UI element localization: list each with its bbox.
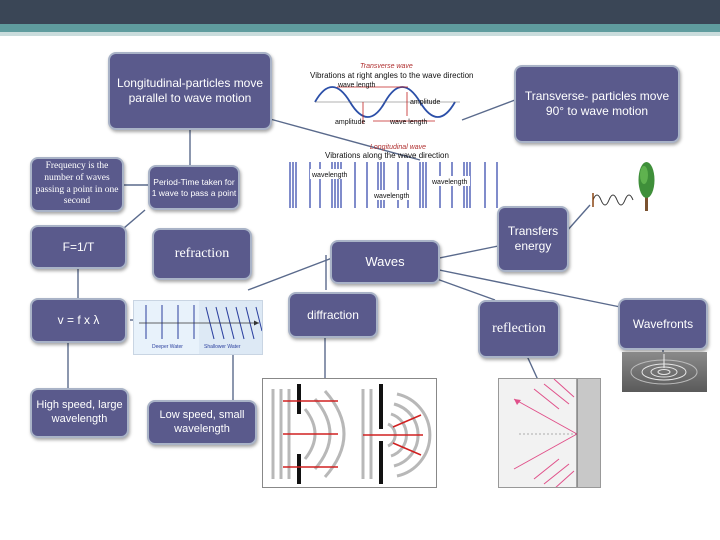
longitudinal-wavelength-label-3: wavelength [373,193,410,200]
node-freq-formula-text: F=1/T [63,240,95,255]
transverse-wave-title: Transverse wave [360,63,413,70]
node-transfers: Transfers energy [497,206,569,272]
node-low-speed: Low speed, small wavelength [147,400,257,445]
node-low-speed-text: Low speed, small wavelength [149,409,255,437]
node-frequency-text: Frequency is the number of waves passing… [32,161,122,209]
refraction-figure: Deeper Water Shallower Water [133,300,263,355]
node-high-speed-text: High speed, large wavelength [32,399,127,427]
reflection-wave-lines [514,379,577,488]
node-waves-text: Waves [365,254,404,270]
energy-transfer-figure [588,155,663,215]
node-wavefronts: Wavefronts [618,298,708,350]
node-longitudinal: Longitudinal-particles move parallel to … [108,52,272,130]
transverse-amplitude-left-label: amplitude [335,119,365,126]
node-wave-equation-text: v = f x λ [58,313,100,328]
node-refraction: refraction [152,228,252,280]
connector-transfers-tree [566,205,590,232]
longitudinal-wave-caption: Vibrations along the wave direction [325,151,449,160]
node-reflection: reflection [478,300,560,358]
node-refraction-text: refraction [175,245,229,263]
tree-icon [639,162,655,211]
node-transverse-text: Transverse- particles move 90° to wave m… [516,89,678,119]
longitudinal-wave-title: Longitudinal wave [370,144,426,151]
transverse-wavelength-top-label: wave length [337,82,375,89]
node-wave-equation: v = f x λ [30,298,127,343]
refraction-label-shallower: Shallower Water [204,344,241,350]
wave-types-figure: Transverse wave Vibrations at right angl… [280,62,505,212]
node-high-speed: High speed, large wavelength [30,388,129,438]
node-period: Period-Time taken for 1 wave to pass a p… [148,165,240,210]
spring-icon [593,195,633,205]
transverse-wave-caption: Vibrations at right angles to the wave d… [310,71,474,80]
node-transverse: Transverse- particles move 90° to wave m… [514,65,680,143]
node-period-text: Period-Time taken for 1 wave to pass a p… [150,177,238,198]
node-transfers-text: Transfers energy [499,224,567,254]
diffraction-direction-arrows [283,401,423,467]
node-wavefronts-text: Wavefronts [633,317,693,332]
node-freq-formula: F=1/T [30,225,127,269]
node-frequency: Frequency is the number of waves passing… [30,157,124,212]
transverse-amplitude-right-label: amplitude [410,99,440,106]
diffraction-figure [262,378,437,488]
node-longitudinal-text: Longitudinal-particles move parallel to … [110,76,270,106]
longitudinal-wavelength-label-2: wavelength [431,179,468,186]
node-reflection-text: reflection [492,320,546,338]
node-diffraction-text: diffraction [307,308,359,323]
node-diffraction: diffraction [288,292,378,338]
transverse-wavelength-bottom-label: wave length [389,119,427,126]
refraction-label-deeper: Deeper Water [152,344,183,350]
wavefronts-photo [622,352,707,392]
reflection-figure [498,378,601,488]
node-waves: Waves [330,240,440,284]
longitudinal-wavelength-label-1: wavelength [311,172,348,179]
